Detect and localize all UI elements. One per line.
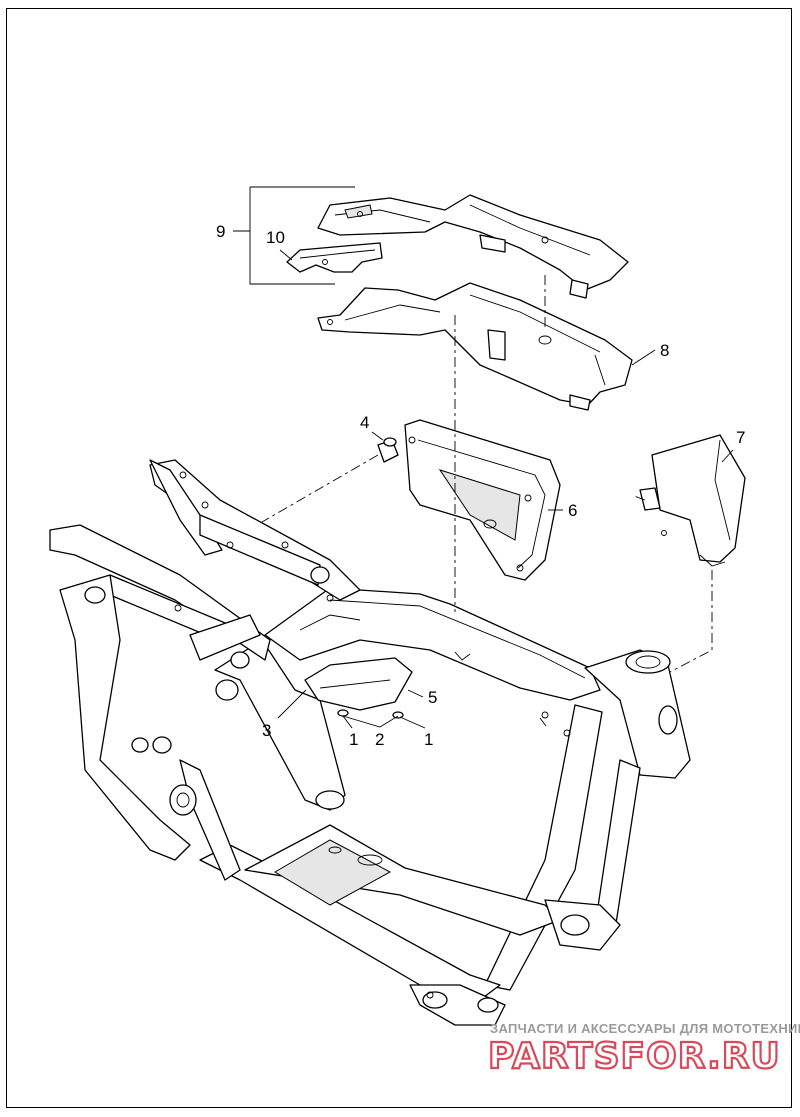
watermark: ЗАПЧАСТИ И АКСЕССУАРЫ ДЛЯ МОТОТЕХНИКИ PA… xyxy=(487,1021,800,1078)
part-8-lower-tray xyxy=(317,282,633,411)
watermark-tagline: ЗАПЧАСТИ И АКСЕССУАРЫ ДЛЯ МОТОТЕХНИКИ xyxy=(490,1021,800,1036)
callout-numbers: 9 10 8 4 7 6 5 3 1 2 1 xyxy=(216,222,745,749)
part-6-side-cover xyxy=(404,419,561,581)
callout-6: 6 xyxy=(568,501,577,520)
callout-7: 7 xyxy=(736,428,745,447)
leader-lines xyxy=(233,186,734,729)
callout-9: 9 xyxy=(216,222,225,241)
motorcycle-frame xyxy=(49,459,691,1026)
part-4-grommet xyxy=(377,437,399,463)
callout-1-left: 1 xyxy=(349,730,358,749)
callout-2: 2 xyxy=(375,730,384,749)
callout-5: 5 xyxy=(428,688,437,707)
callout-8: 8 xyxy=(660,341,669,360)
part-9-upper-tray xyxy=(317,194,629,299)
assembly-lines xyxy=(261,275,713,673)
part-1-2-fasteners xyxy=(337,709,404,719)
watermark-logo: PARTSFOR.RU xyxy=(488,1036,781,1077)
part-10-small-bracket xyxy=(286,242,383,273)
page-border xyxy=(6,8,792,1108)
callout-1-right: 1 xyxy=(424,730,433,749)
part-5-lower-cover xyxy=(304,657,413,711)
callout-3: 3 xyxy=(262,721,271,740)
callout-10: 10 xyxy=(266,228,285,247)
callout-4: 4 xyxy=(360,413,369,432)
part-7-front-bracket xyxy=(639,434,746,567)
